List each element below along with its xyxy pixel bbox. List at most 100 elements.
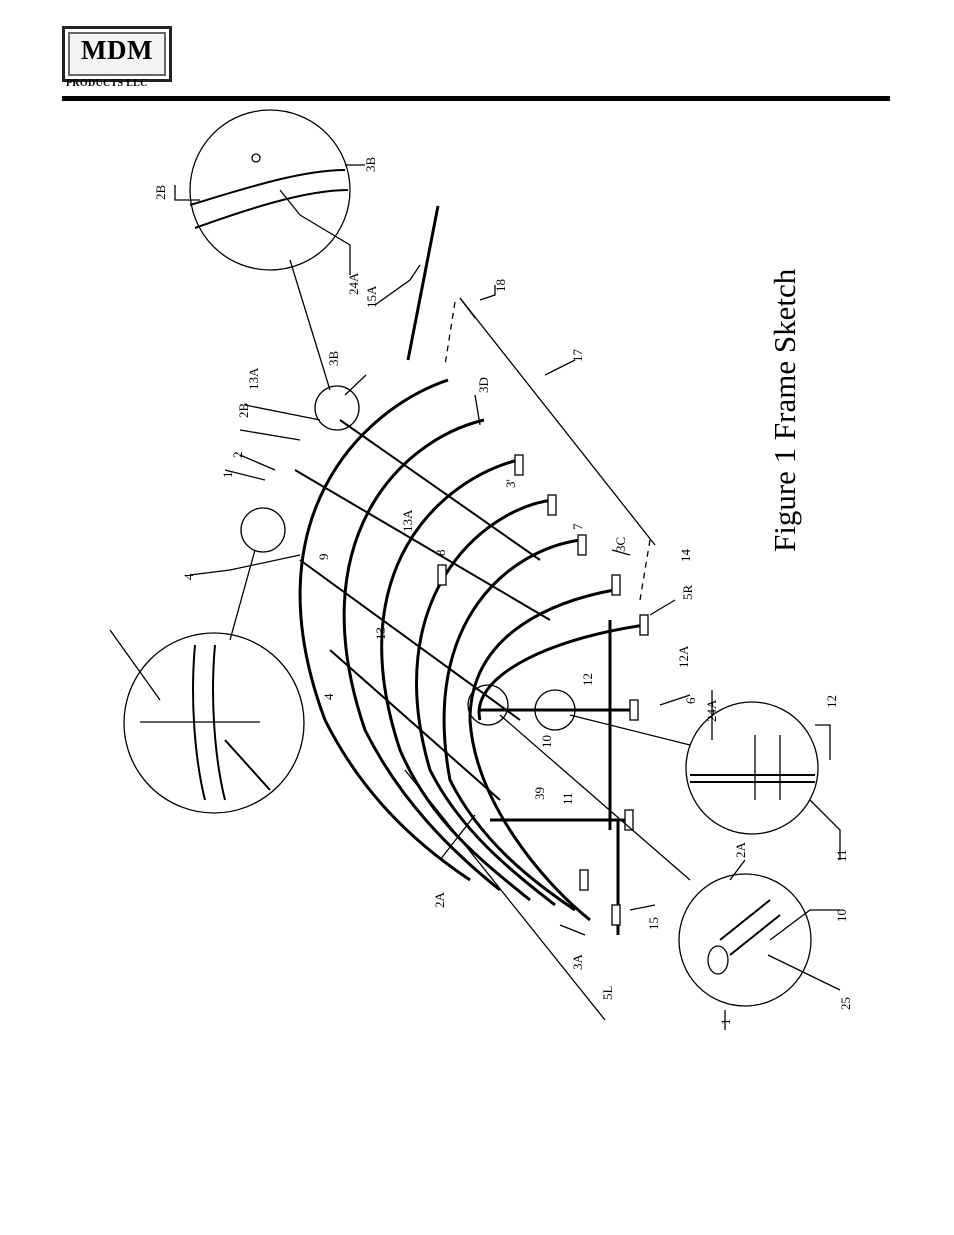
label-24A-top: 24A [346, 272, 361, 295]
label-12: 12 [580, 673, 595, 686]
leader-12-detail [815, 724, 831, 760]
label-8: 8 [433, 550, 448, 557]
pipe-15A [406, 205, 440, 361]
label-12A: 12A [676, 645, 691, 668]
foot-plate-8 [437, 564, 447, 586]
leader-3A [559, 924, 586, 936]
label-3D: 3D [476, 377, 491, 393]
locator-circle-10 [467, 684, 509, 726]
leader-3D [474, 394, 481, 426]
arch-2 [342, 418, 501, 892]
leader-18 [479, 285, 496, 301]
connector-bottom [499, 714, 691, 881]
detail-top-pipe-2 [194, 189, 349, 229]
label-3prime: 3' [503, 479, 518, 488]
foot-plate-3C [611, 574, 621, 596]
leader-2B [239, 429, 301, 441]
arch-6 [468, 588, 615, 922]
label-11-detail: 11 [834, 849, 849, 862]
label-2B-top: 2B [153, 185, 168, 201]
leader-15 [629, 904, 656, 911]
leader-14 [649, 599, 676, 616]
logo-frame [62, 26, 172, 82]
label-11: 11 [560, 792, 575, 805]
connector-left [229, 549, 256, 641]
label-13A-a: 13A [246, 367, 261, 390]
leader-24A-top [299, 214, 351, 275]
detail-circle-bottom [678, 873, 812, 1007]
arch-5 [442, 538, 581, 912]
detail-bottom-pipe-2 [729, 914, 781, 956]
label-1: 1 [220, 472, 235, 479]
leader-3C [611, 549, 631, 556]
detail-top-bolt [279, 189, 301, 216]
label-3B: 3B [326, 351, 341, 367]
label-2A: 2A [432, 892, 447, 909]
leader-1 [224, 469, 266, 481]
arch-4 [415, 498, 556, 907]
label-10-detail: 10 [834, 909, 849, 922]
label-2A-detail: 2A [733, 842, 748, 859]
label-24A: 24A [704, 699, 719, 722]
detail-top-nut [251, 153, 261, 163]
label-2B: 2B [236, 403, 251, 419]
label-12-detail: 12 [824, 695, 839, 708]
leader-25 [767, 954, 841, 991]
label-1-detail: 1 [718, 1019, 733, 1026]
logo-subtitle: PRODUCTS LLC [66, 78, 148, 89]
label-13: 13 [373, 627, 388, 640]
foot-plate-5R [639, 614, 649, 636]
leader-6 [659, 694, 691, 706]
locator-circle-4 [240, 507, 286, 553]
label-15A: 15A [364, 285, 379, 308]
label-4-detail: 4 [321, 693, 336, 700]
label-3C: 3C [613, 537, 628, 552]
detail-bottom-pipe [719, 899, 771, 941]
label-7: 7 [570, 523, 585, 530]
leader-11-detail [809, 799, 841, 860]
label-9: 9 [316, 554, 331, 561]
label-39: 39 [532, 787, 547, 800]
purlin-lower [329, 649, 501, 801]
detail-top-pipe [189, 169, 346, 206]
foot-plate-3A [579, 869, 589, 891]
ground-rail-left [404, 769, 606, 1021]
leader-2A-detail [729, 859, 746, 881]
label-2: 2 [230, 452, 245, 459]
label-3B-top: 3B [363, 157, 378, 173]
logo-mark: MDM [81, 35, 153, 65]
label-5R: 5R [680, 585, 695, 601]
leader-3B [344, 374, 367, 396]
foot-plate-3 [514, 454, 524, 476]
leader-2A [439, 814, 476, 861]
dashed-end-back [444, 301, 456, 366]
leader-17 [544, 359, 576, 376]
leader-2B-top [174, 185, 200, 201]
leader-10-detail [769, 909, 840, 941]
label-25: 25 [838, 997, 853, 1010]
purlin-top [294, 469, 551, 621]
foot-plate-6 [629, 699, 639, 721]
label-15: 15 [646, 917, 661, 930]
label-13A-b: 13A [400, 509, 415, 532]
label-14: 14 [678, 549, 693, 563]
leader-15A [374, 264, 421, 306]
figure-title: Figure 1 Frame Sketch [767, 268, 802, 552]
detail-bottom-cap [707, 945, 729, 975]
dashed-end-right [639, 539, 651, 601]
foot-plate-11 [624, 809, 634, 831]
locator-circle-24A [534, 689, 576, 731]
label-5L: 5L [600, 986, 615, 1001]
label-4: 4 [181, 573, 196, 580]
foot-plate-7 [577, 534, 587, 556]
leader-detail-left-bolt [109, 629, 161, 701]
label-17: 17 [570, 349, 585, 363]
purlin-13A [339, 419, 541, 561]
ground-rail-17 [459, 297, 656, 546]
label-10: 10 [539, 735, 554, 748]
label-6: 6 [683, 697, 698, 704]
purlin-13 [299, 559, 521, 721]
detail-left-brace [224, 739, 271, 791]
detail-circle-left [123, 632, 305, 814]
